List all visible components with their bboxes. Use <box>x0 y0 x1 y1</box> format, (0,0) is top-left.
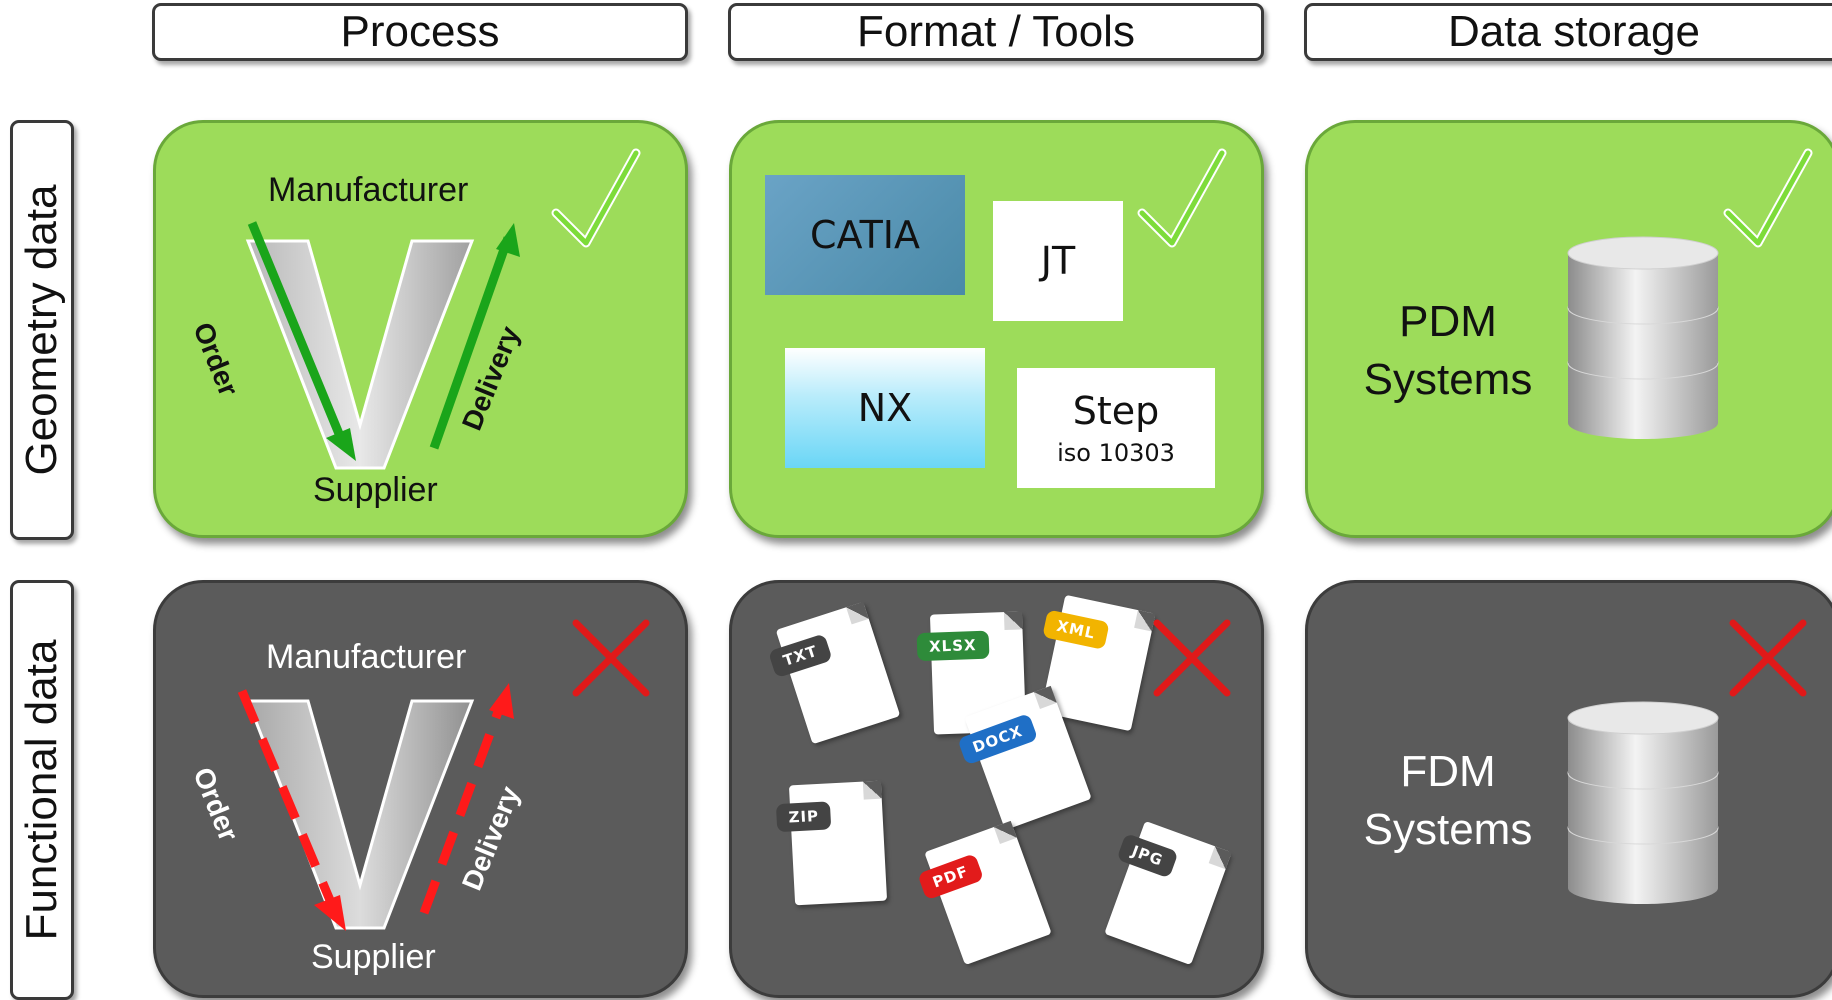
tool-nx-label: NX <box>857 386 913 430</box>
tool-catia-label: CATIA <box>810 213 920 257</box>
tool-jt: JT <box>993 201 1123 321</box>
row-label-geometry-text: Geometry data <box>17 184 66 476</box>
database-icon <box>1567 236 1719 439</box>
fdm-line1: FDM <box>1400 747 1496 796</box>
fdm-line2: Systems <box>1363 805 1533 854</box>
v-process-diagram <box>245 148 641 470</box>
manufacturer-label: Manufacturer <box>266 638 467 676</box>
panel-functional-process: Manufacturer Supplier Order Delivery <box>153 580 688 998</box>
row-label-functional-text: Functional data <box>17 639 66 941</box>
panel-functional-tools: TXT XLSX XML DOCX ZIP PDF JPG <box>729 580 1264 998</box>
tool-jt-label: JT <box>1040 239 1076 283</box>
pdm-line1: PDM <box>1399 297 1497 346</box>
v-process-diagram <box>237 619 650 931</box>
check-icon <box>1723 148 1813 248</box>
v-shape <box>245 239 475 470</box>
database-icon <box>1567 701 1719 904</box>
order-arrow-head <box>314 895 346 931</box>
panel-functional-storage: FDM Systems <box>1305 580 1832 998</box>
order-arrow-line <box>237 689 337 907</box>
row-label-functional: Functional data <box>10 580 74 1000</box>
cross-icon <box>1153 619 1231 697</box>
supplier-label: Supplier <box>313 471 438 509</box>
check-icon <box>1137 148 1227 248</box>
v-shape <box>245 699 475 930</box>
delivery-arrow-line <box>419 699 507 915</box>
supplier-label: Supplier <box>311 938 436 976</box>
header-format-tools: Format / Tools <box>728 3 1264 61</box>
pdm-systems-label: PDM Systems <box>1348 293 1548 409</box>
cross-icon <box>572 619 650 697</box>
row-label-geometry: Geometry data <box>10 120 74 540</box>
tool-catia: CATIA <box>765 175 965 295</box>
pdm-line2: Systems <box>1363 355 1533 404</box>
panel-geometry-tools: CATIA JT NX Step iso 10303 <box>729 120 1264 538</box>
header-data-storage: Data storage <box>1304 3 1832 61</box>
cross-icon <box>1729 619 1807 697</box>
delivery-arrow-head <box>489 683 514 719</box>
header-process: Process <box>152 3 688 61</box>
panel-geometry-process: Manufacturer Supplier Order Delivery <box>153 120 688 538</box>
tool-nx: NX <box>785 348 985 468</box>
tool-step-sublabel: iso 10303 <box>1057 439 1175 467</box>
tool-step: Step iso 10303 <box>1017 368 1215 488</box>
tool-step-label: Step <box>1072 389 1160 433</box>
order-arrow-head <box>326 428 356 461</box>
delivery-arrow-line <box>429 236 513 450</box>
panel-geometry-storage: PDM Systems <box>1305 120 1832 538</box>
delivery-arrow-head <box>496 223 520 257</box>
manufacturer-label: Manufacturer <box>268 171 469 209</box>
order-arrow-line <box>247 221 347 443</box>
fdm-systems-label: FDM Systems <box>1348 743 1548 859</box>
